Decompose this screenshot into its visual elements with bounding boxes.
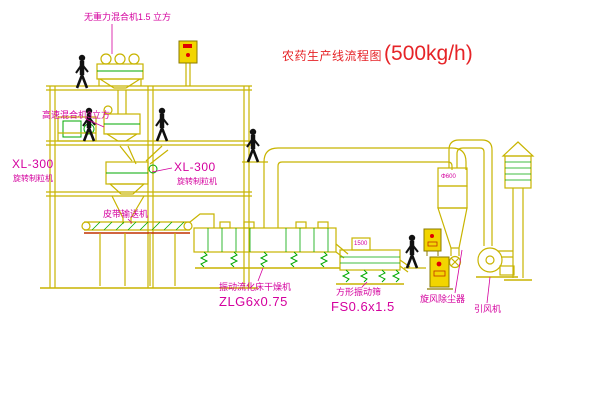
label-square-sieve: 方形振动筛	[336, 287, 382, 297]
label-granulator-left-model: XL-300	[12, 157, 54, 171]
gravity-free-mixer	[96, 53, 144, 89]
drawing-title: 农药生产线流程图 (500kg/h)	[282, 42, 473, 66]
label-fan: 引风机	[474, 304, 502, 314]
square-vibrating-sieve	[336, 237, 411, 285]
control-cabinet-b	[427, 256, 453, 290]
label-fluid-bed-dryer: 振动流化床干燥机	[219, 282, 292, 292]
machine-level2-left	[57, 116, 97, 142]
person-figure	[76, 55, 88, 88]
cyclone-outlet-duct	[448, 139, 493, 246]
person-figure	[406, 235, 418, 268]
label-belt-conveyor: 皮带输送机	[103, 209, 149, 219]
label-leaders	[85, 24, 491, 304]
high-speed-mixer	[103, 90, 141, 142]
label-high-speed-mixer: 高速混合机3立方	[42, 110, 111, 120]
control-cabinet-top	[178, 40, 198, 86]
person-figure	[156, 108, 168, 141]
belt-conveyor	[81, 221, 193, 286]
exhaust-duct	[263, 147, 467, 228]
label-sieve-dimension: 1500	[354, 241, 368, 247]
label-granulator-right-name: 旋转制粒机	[177, 177, 217, 186]
label-gravity-free-mixer: 无重力混合机1.5 立方	[84, 12, 172, 22]
cyclone-dust-collector	[437, 167, 468, 269]
exhaust-stack	[501, 141, 535, 281]
control-cabinet-a	[423, 228, 442, 256]
drawing-title-capacity: (500kg/h)	[384, 42, 473, 65]
label-cyclone: 旋风除尘器	[420, 294, 466, 304]
label-granulator-right-model: XL-300	[174, 160, 216, 174]
induced-draft-fan	[476, 247, 518, 278]
drawing-title-text: 农药生产线流程图	[282, 49, 383, 63]
label-granulator-left-name: 旋转制粒机	[13, 174, 53, 183]
label-fluid-bed-dryer-model: ZLG6x0.75	[219, 294, 288, 309]
fluid-bed-dryer	[189, 213, 349, 269]
label-cyclone-dimension: Φ600	[441, 174, 456, 180]
granulator	[105, 145, 169, 195]
label-square-sieve-model: FS0.6x1.5	[331, 299, 395, 314]
